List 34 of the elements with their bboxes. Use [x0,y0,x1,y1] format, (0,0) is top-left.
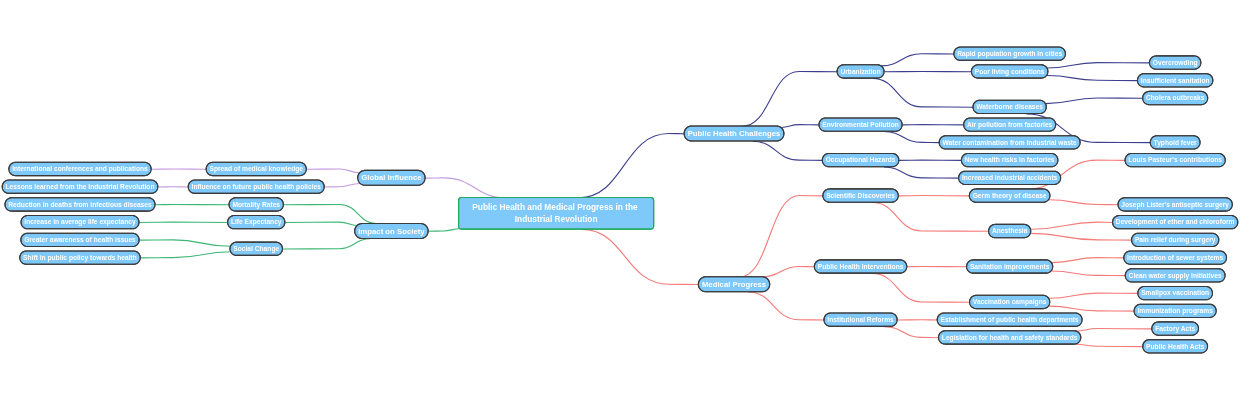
connector [1074,328,1153,332]
connector [1050,257,1125,264]
connector [780,124,820,128]
connector [1050,270,1127,277]
connector [901,124,965,126]
connector [880,53,955,67]
connector [427,228,461,232]
connector [1048,292,1139,299]
connector [1046,74,1139,82]
connector [1048,199,1119,206]
connector [1030,221,1114,230]
connector [139,251,232,259]
connector [906,265,968,268]
connector [138,221,229,223]
connector [284,221,359,227]
connector [1074,343,1144,348]
connector [1046,62,1151,69]
connector [150,168,207,170]
connector [883,70,973,73]
connector [157,186,190,188]
connector [897,195,971,197]
connector [1048,305,1135,312]
connector [138,239,232,247]
connector [306,168,361,174]
connector [282,238,371,250]
connector [1030,232,1133,241]
connector [1025,113,1152,144]
connector [1044,97,1144,105]
connector [896,319,939,321]
connector [154,203,230,206]
connector [747,291,825,321]
connector [323,182,361,188]
connector [898,159,963,161]
connector [883,166,960,179]
